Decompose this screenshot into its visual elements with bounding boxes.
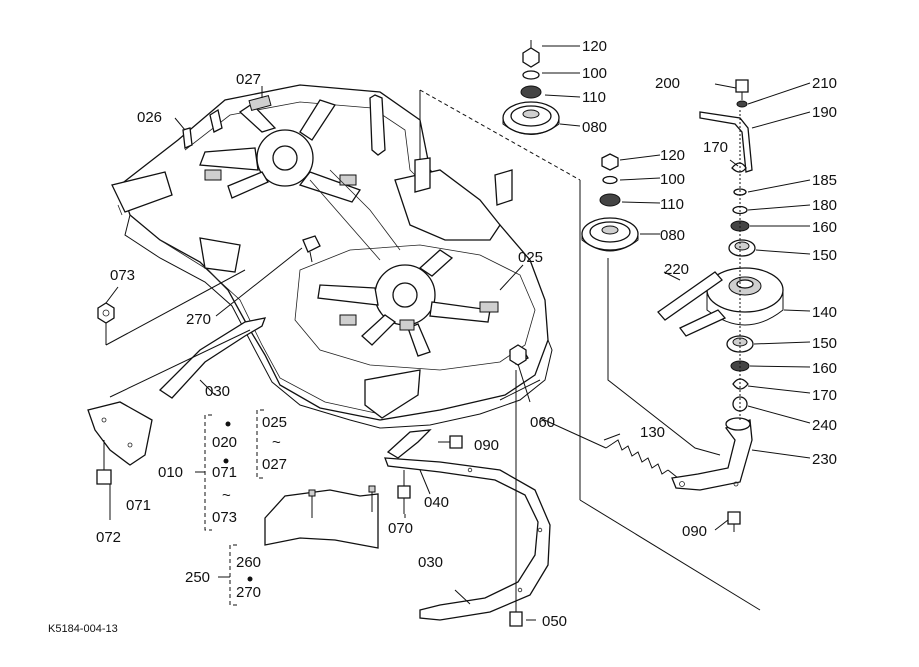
- label-071: 071: [126, 497, 151, 514]
- label-060: 060: [530, 414, 555, 431]
- label-073b: 073: [212, 509, 237, 526]
- guard-040: [384, 429, 551, 621]
- drawing-code: K5184-004-13: [48, 623, 118, 635]
- clip-170a: [731, 162, 747, 173]
- label-120a: 120: [582, 38, 607, 55]
- label-240: 240: [812, 417, 837, 434]
- belt-line: [607, 258, 721, 456]
- label-170a: 170: [703, 139, 728, 156]
- label-027b: 027: [262, 456, 287, 473]
- label-160b: 160: [812, 360, 837, 377]
- label-072: 072: [96, 529, 121, 546]
- nut-210: [736, 100, 748, 108]
- bolt-072: [96, 440, 112, 485]
- label-230: 230: [812, 451, 837, 468]
- label-110a: 110: [582, 89, 606, 106]
- label-150b: 150: [812, 335, 837, 352]
- label-200: 200: [655, 75, 680, 92]
- label-090b: 090: [682, 523, 707, 540]
- axis-line: [419, 89, 581, 181]
- pulley-stack-b: [581, 153, 639, 252]
- label-170b: 170: [812, 387, 837, 404]
- label-190: 190: [812, 104, 837, 121]
- bolt-070: [397, 470, 411, 514]
- label-071a: 071: [212, 464, 237, 481]
- guard-030a: [158, 317, 267, 399]
- label-027: 027: [236, 71, 261, 88]
- bracket-250: [229, 544, 237, 606]
- label-025b: 025: [262, 414, 287, 431]
- label-270a: 270: [186, 311, 211, 328]
- label-080b: 080: [660, 227, 685, 244]
- baffle-260: [264, 485, 379, 549]
- tension-arm-230: [671, 417, 753, 491]
- idler-pulley-140: [706, 267, 784, 326]
- bolt-200: [735, 79, 749, 100]
- label-026: 026: [137, 109, 162, 126]
- pulley-stack-a: [502, 47, 560, 135]
- label-140: 140: [812, 304, 837, 321]
- label-040: 040: [424, 494, 449, 511]
- label-150a: 150: [812, 247, 837, 264]
- label-110b: 110: [660, 196, 684, 213]
- bracket-010: [204, 414, 212, 531]
- bolt-050: [509, 598, 523, 627]
- label-130: 130: [640, 424, 665, 441]
- label-030a: 030: [205, 383, 230, 400]
- bolt-090a: [438, 435, 463, 449]
- label-070: 070: [388, 520, 413, 537]
- label-260: 260: [236, 554, 261, 571]
- tilde-010: ~: [222, 487, 231, 504]
- tilde-025: ~: [272, 434, 281, 451]
- plate-071: [87, 401, 153, 466]
- label-080a: 080: [582, 119, 607, 136]
- rod-190: [699, 111, 753, 173]
- leader-lines: [174, 45, 811, 621]
- label-100b: 100: [660, 171, 685, 188]
- guide-220: [657, 271, 723, 321]
- label-020: 020: [212, 434, 237, 451]
- label-185: 185: [812, 172, 837, 189]
- label-073: 073: [110, 267, 135, 284]
- mower-deck: [111, 84, 553, 429]
- label-220: 220: [664, 261, 689, 278]
- spring-130: [605, 439, 679, 479]
- bearing-150a: [728, 239, 756, 257]
- part-labels: 027 026 073 270 025 030 020 010 071 ~ 07…: [48, 38, 837, 635]
- label-250: 250: [185, 569, 210, 586]
- label-010: 010: [158, 464, 183, 481]
- label-100a: 100: [582, 65, 607, 82]
- label-160a: 160: [812, 219, 837, 236]
- label-030b: 030: [418, 554, 443, 571]
- label-090a: 090: [474, 437, 499, 454]
- label-025: 025: [518, 249, 543, 266]
- nut-073: [97, 302, 115, 324]
- label-050: 050: [542, 613, 567, 630]
- bolt-090b: [727, 511, 741, 532]
- label-180: 180: [812, 197, 837, 214]
- bracket-025-027: [256, 409, 264, 479]
- nut-060: [509, 344, 527, 366]
- label-210: 210: [812, 75, 837, 92]
- label-270b: 270: [236, 584, 261, 601]
- label-120b: 120: [660, 147, 685, 164]
